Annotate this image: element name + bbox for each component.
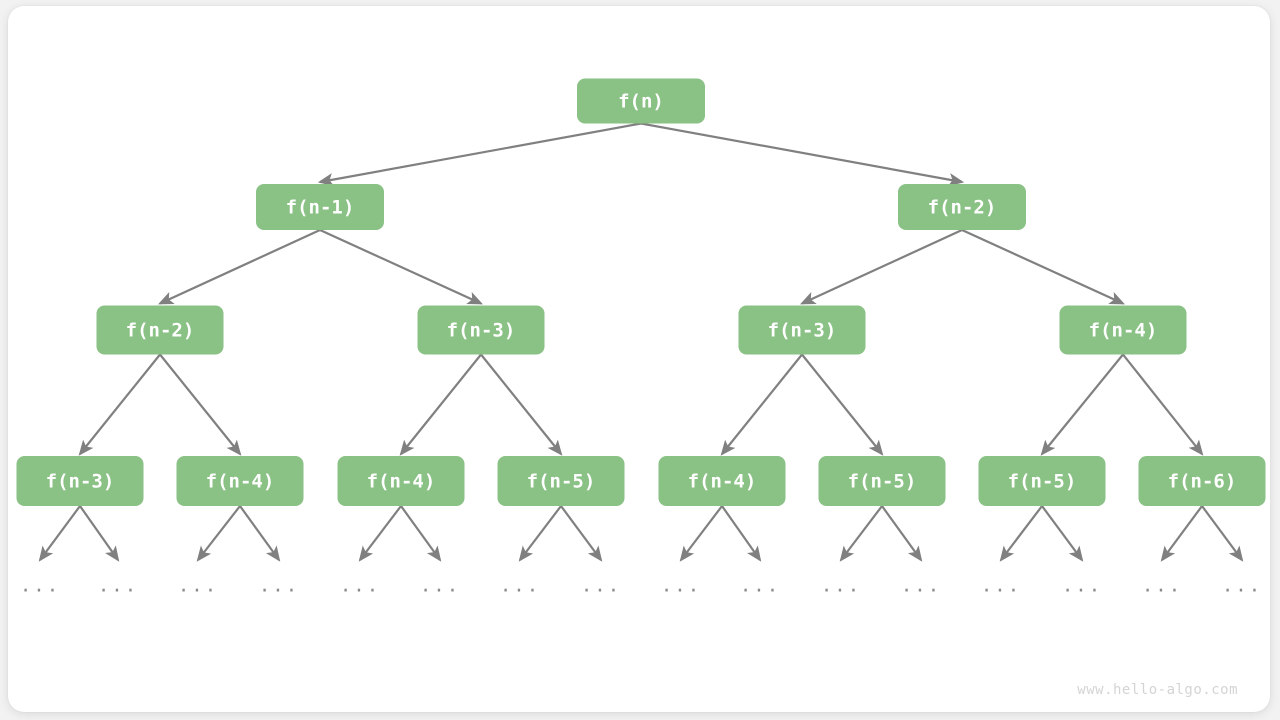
tree-node-box	[417, 305, 545, 355]
tree-node-box	[818, 456, 946, 506]
ellipsis-label: ...	[259, 575, 299, 597]
tree-node-label: f(n-5)	[527, 471, 596, 493]
ellipsis-label: ...	[20, 575, 60, 597]
ellipsis-label: ...	[178, 575, 218, 597]
tree-edge	[1122, 353, 1204, 456]
tree-node[interactable]: f(n-4)	[337, 456, 465, 506]
tree-node-box	[497, 456, 625, 506]
tree-node-box	[658, 456, 786, 506]
tree-node[interactable]: f(n-4)	[1059, 305, 1187, 355]
tree-node[interactable]: f(n-5)	[497, 456, 625, 506]
tree-node-box	[738, 305, 866, 355]
tree-leaf-edge	[1201, 505, 1244, 562]
ellipsis-label: ...	[1062, 575, 1102, 597]
tree-edge	[159, 353, 242, 456]
tree-node-label: f(n-4)	[688, 471, 757, 493]
tree-node-box	[16, 456, 144, 506]
tree-node-label: f(n-3)	[447, 320, 516, 342]
ellipsis-label: ...	[98, 575, 138, 597]
tree-node[interactable]: f(n-5)	[818, 456, 946, 506]
tree-node[interactable]: f(n-4)	[176, 456, 304, 506]
tree-edge	[319, 228, 484, 305]
ellipsis-layer: ........................................…	[20, 575, 1262, 597]
tree-leaf-edge	[1041, 505, 1084, 562]
tree-leaf-edge	[518, 505, 562, 562]
tree-edge	[480, 353, 563, 456]
tree-node-label: f(n-5)	[1008, 471, 1077, 493]
tree-node-box	[898, 184, 1026, 230]
watermark: www.hello-algo.com	[1077, 682, 1238, 698]
tree-node-box	[96, 305, 224, 355]
ellipsis-label: ...	[500, 575, 540, 597]
ellipsis-label: ...	[1222, 575, 1262, 597]
tree-node-box	[176, 456, 304, 506]
tree-leaf-edge	[721, 505, 762, 562]
tree-node[interactable]: f(n-6)	[1138, 456, 1266, 506]
tree-node[interactable]: f(n-1)	[256, 184, 384, 230]
tree-node[interactable]: f(n)	[577, 78, 705, 124]
tree-node-label: f(n-4)	[206, 471, 275, 493]
tree-node-label: f(n-1)	[286, 197, 355, 219]
ellipsis-label: ...	[1142, 575, 1182, 597]
tree-node[interactable]: f(n-5)	[978, 456, 1106, 506]
tree-edge	[317, 122, 642, 187]
tree-edge	[640, 122, 965, 187]
tree-leaf-edge	[839, 505, 883, 562]
tree-node-label: f(n)	[618, 91, 664, 113]
tree-node-label: f(n-4)	[1089, 320, 1158, 342]
tree-leaf-edge	[881, 505, 923, 562]
tree-leaf-edge	[79, 505, 120, 562]
tree-node-box	[978, 456, 1106, 506]
tree-node-label: f(n-5)	[848, 471, 917, 493]
tree-node[interactable]: f(n-3)	[417, 305, 545, 355]
tree-node-box	[1059, 305, 1187, 355]
tree-edge	[801, 353, 884, 456]
tree-edge	[961, 228, 1126, 305]
tree-node[interactable]: f(n-3)	[16, 456, 144, 506]
tree-node[interactable]: f(n-2)	[96, 305, 224, 355]
tree-node-box	[256, 184, 384, 230]
tree-node-label: f(n-4)	[367, 471, 436, 493]
tree-node-box	[577, 78, 705, 124]
tree-node-label: f(n-2)	[126, 320, 195, 342]
tree-leaf-edge	[358, 505, 402, 562]
tree-leaf-edge	[1160, 505, 1203, 562]
tree-leaf-edge	[400, 505, 442, 562]
tree-edge	[800, 229, 963, 305]
tree-edge	[78, 353, 161, 456]
tree-edge	[720, 353, 803, 456]
tree-edge	[399, 353, 482, 456]
ellipsis-label: ...	[581, 575, 621, 597]
ellipsis-label: ...	[821, 575, 861, 597]
ellipsis-label: ...	[901, 575, 941, 597]
tree-node[interactable]: f(n-2)	[898, 184, 1026, 230]
ellipsis-label: ...	[420, 575, 460, 597]
tree-node[interactable]: f(n-4)	[658, 456, 786, 506]
ellipsis-label: ...	[661, 575, 701, 597]
ellipsis-label: ...	[340, 575, 380, 597]
tree-node-label: f(n-3)	[768, 320, 837, 342]
tree-leaf-edge	[679, 505, 723, 562]
tree-leaf-edge	[196, 505, 241, 562]
ellipsis-label: ...	[740, 575, 780, 597]
tree-leaf-edge	[999, 505, 1043, 562]
tree-edge	[1040, 353, 1124, 456]
tree-edge	[158, 229, 321, 305]
ellipsis-label: ...	[981, 575, 1021, 597]
tree-leaf-edge	[239, 505, 281, 562]
tree-node[interactable]: f(n-3)	[738, 305, 866, 355]
tree-node-box	[1138, 456, 1266, 506]
nodes-layer: f(n) f(n-1) f(n-2) f(n-2) f(n-3) f(n-3) f(n-4)…	[16, 78, 1266, 506]
tree-node-label: f(n-6)	[1168, 471, 1237, 493]
tree-node-label: f(n-3)	[46, 471, 115, 493]
tree-leaf-edge	[560, 505, 603, 562]
tree-node-label: f(n-2)	[928, 197, 997, 219]
tree-leaf-edge	[38, 505, 81, 562]
edges-layer	[38, 122, 1244, 562]
tree-node-box	[337, 456, 465, 506]
